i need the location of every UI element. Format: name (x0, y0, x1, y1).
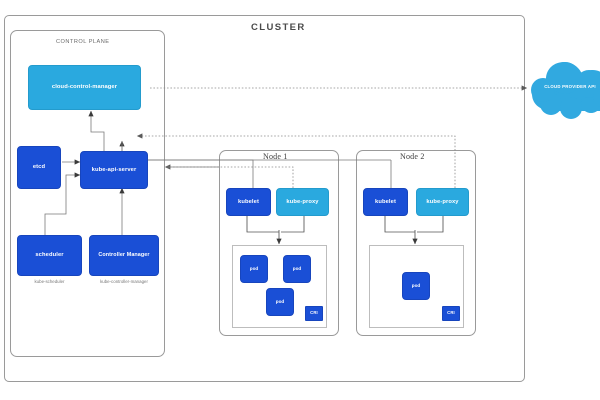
scheduler-label: scheduler (35, 252, 64, 259)
node-1-cri-label: CRI (310, 310, 318, 316)
cloud-provider-api-shape[interactable] (527, 58, 600, 120)
node-1-label: Node 1 (263, 152, 288, 161)
cluster-label: CLUSTER (251, 22, 306, 33)
etcd-label: etcd (32, 164, 46, 171)
node-1-cri-boundary (232, 245, 327, 328)
node-1-kube-proxy-label: kube-proxy (286, 198, 319, 205)
kube-api-server-box[interactable]: kube-api-server (80, 151, 148, 189)
node-1-pod-1-label: pod (249, 265, 259, 271)
node-2-cri-badge: CRI (442, 306, 460, 321)
cloud-provider-api-label: CLOUD PROVIDER API (544, 84, 596, 89)
controller-manager-box[interactable]: Controller Manager (89, 235, 159, 276)
node-1-pod-2[interactable]: pod (283, 255, 311, 283)
cloud-control-manager-box[interactable]: cloud-control-manager (28, 65, 141, 110)
node-2-kube-proxy-box[interactable]: kube-proxy (416, 188, 469, 216)
node-2-pod-1-label: pod (411, 282, 421, 288)
node-1-kube-proxy-box[interactable]: kube-proxy (276, 188, 329, 216)
control-plane-label: CONTROL PLANE (56, 39, 110, 45)
node-1-kubelet-label: kubelet (238, 198, 259, 205)
node-1-pod-1[interactable]: pod (240, 255, 268, 283)
node-1-kubelet-box[interactable]: kubelet (226, 188, 271, 216)
node-1-cri-badge: CRI (305, 306, 323, 321)
control-plane-boundary (10, 30, 165, 357)
controller-manager-label: Controller Manager (98, 251, 150, 258)
controller-manager-subcaption: kube-controller-manager (100, 279, 148, 284)
node-2-cri-label: CRI (447, 310, 455, 316)
node-1-pod-3[interactable]: pod (266, 288, 294, 316)
node-2-cri-boundary (369, 245, 464, 328)
scheduler-box[interactable]: scheduler (17, 235, 82, 276)
node-2-pod-1[interactable]: pod (402, 272, 430, 300)
scheduler-subcaption: kube-scheduler (34, 279, 65, 284)
node-2-label: Node 2 (400, 152, 425, 161)
node-2-kube-proxy-label: kube-proxy (426, 198, 459, 205)
etcd-box[interactable]: etcd (17, 146, 61, 189)
node-1-pod-2-label: pod (292, 265, 302, 271)
node-1-pod-3-label: pod (275, 298, 285, 304)
kube-api-server-label: kube-api-server (91, 166, 137, 173)
cluster-boundary (4, 15, 525, 382)
node-2-kubelet-label: kubelet (375, 198, 396, 205)
cloud-control-manager-label: cloud-control-manager (51, 84, 118, 91)
node-2-kubelet-box[interactable]: kubelet (363, 188, 408, 216)
